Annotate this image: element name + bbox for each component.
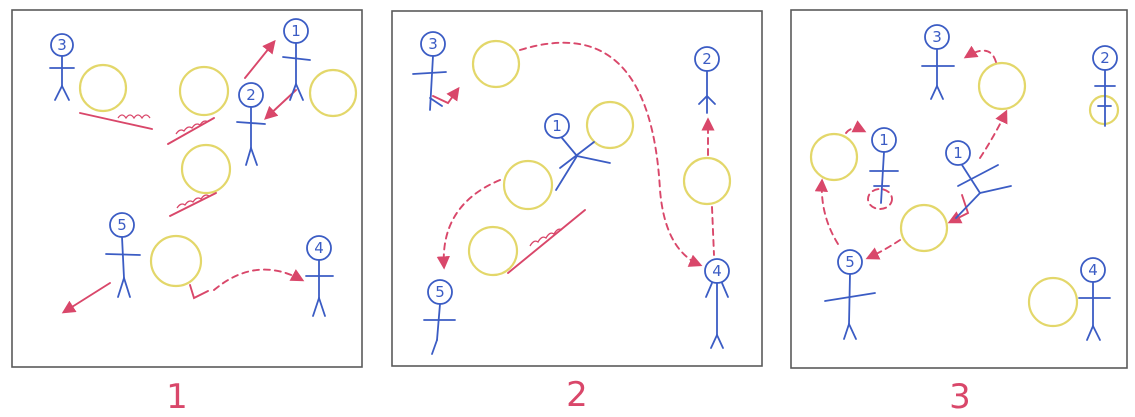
player-4: 4 (1078, 257, 1111, 341)
panel-2: 3 2 1 5 4 (391, 10, 763, 367)
panel-2-frame (391, 10, 763, 367)
pass-arrow (865, 239, 901, 260)
pass-arrow (244, 39, 276, 79)
ball (977, 61, 1027, 111)
svg-text:5: 5 (117, 216, 127, 234)
ball (178, 65, 230, 117)
player-5: 5 (423, 279, 456, 355)
ball (502, 159, 554, 211)
player-5: 5 (105, 212, 141, 298)
roll-coil (176, 194, 210, 209)
svg-text:4: 4 (314, 239, 324, 257)
svg-text:2: 2 (702, 50, 712, 68)
ball (467, 225, 519, 277)
svg-text:1: 1 (552, 117, 562, 135)
panel-3-frame (790, 9, 1128, 369)
svg-text:1: 1 (879, 131, 889, 149)
player-3: 3 (49, 33, 75, 101)
panel-3: 3 2 1 1 5 4 (790, 9, 1128, 369)
svg-text:4: 4 (712, 262, 722, 280)
player-1: 1 (282, 18, 311, 101)
ball (809, 132, 859, 182)
ball (180, 143, 232, 195)
player-1: 1 (544, 113, 611, 191)
svg-text:4: 4 (1088, 261, 1098, 279)
panel-1: 3 1 2 5 4 (11, 9, 363, 368)
player-2: 2 (236, 82, 266, 166)
roll-line (167, 117, 215, 145)
player-4: 4 (704, 258, 730, 349)
player-5: 5 (824, 249, 876, 340)
ball (1027, 276, 1079, 328)
svg-text:2: 2 (1100, 49, 1110, 67)
svg-text:3: 3 (57, 36, 67, 54)
svg-text:2: 2 (246, 86, 256, 104)
ball (471, 39, 521, 89)
run-arrow (947, 194, 970, 224)
roll-line (79, 112, 153, 130)
run-arrow (61, 282, 111, 314)
roll-line (169, 192, 217, 217)
pass-arrow (519, 41, 703, 267)
panel-1-frame (11, 9, 363, 368)
svg-text:1: 1 (291, 22, 301, 40)
player-2: 2 (694, 46, 720, 114)
turn-circle (867, 188, 893, 210)
panel-2-number: 2 (566, 375, 588, 415)
roll-coil (529, 228, 563, 247)
svg-text:5: 5 (845, 253, 855, 271)
pass-arrow (979, 109, 1008, 159)
pass-arrow (264, 89, 297, 120)
player-4: 4 (305, 235, 334, 317)
ball (585, 100, 635, 150)
roll-coil (175, 120, 209, 135)
ball (1088, 94, 1120, 126)
kick-mark (189, 284, 209, 300)
ball (308, 68, 358, 118)
svg-text:5: 5 (435, 283, 445, 301)
ball (149, 234, 203, 288)
panel-1-number: 1 (166, 377, 188, 417)
ball (78, 63, 128, 113)
player-2: 2 (1092, 45, 1118, 127)
panel-3-number: 3 (949, 377, 971, 417)
pass-arrow (436, 179, 501, 270)
pass-arrow (845, 120, 867, 134)
run-arrow (711, 206, 715, 256)
svg-text:3: 3 (932, 28, 942, 46)
roll-line (507, 209, 586, 274)
player-3: 3 (921, 24, 955, 100)
pass-arrow (963, 45, 997, 63)
player-1-turning: 1 (945, 140, 1012, 219)
svg-text:3: 3 (428, 35, 438, 53)
pass-arrow (213, 268, 305, 291)
ball (682, 156, 732, 206)
roll-coil (117, 114, 151, 120)
player-3: 3 (412, 31, 447, 111)
svg-text:1: 1 (953, 144, 963, 162)
run-arrow (814, 178, 839, 245)
kick-mark (432, 86, 460, 105)
player-1: 1 (869, 127, 899, 204)
ball (899, 203, 949, 253)
